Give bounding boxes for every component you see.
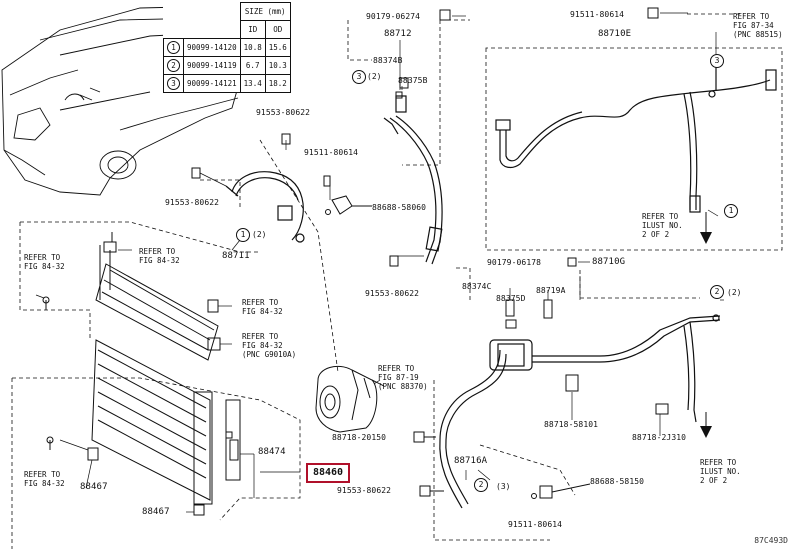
ref-ilust-bottom[interactable]: REFER TO ILUST NO. 2 OF 2 (700, 458, 741, 485)
part-label-88712[interactable]: 88712 (384, 29, 412, 39)
part-label-91553-80622-left[interactable]: 91553-80622 (165, 198, 220, 207)
part-label-88374C[interactable]: 88374C (462, 282, 492, 291)
part-label-88467-bottom[interactable]: 88467 (142, 507, 170, 517)
size-part-number: 90099-14121 (183, 74, 241, 93)
table-row: 2 90099-14119 6.7 10.3 (163, 56, 291, 75)
part-label-88375B[interactable]: 88375B (398, 76, 428, 85)
part-label-91511-80614-top[interactable]: 91511-80614 (570, 10, 625, 19)
size-id-value: 10.8 (239, 38, 266, 57)
part-label-91553-80622-center[interactable]: 91553-80622 (365, 289, 420, 298)
callout-circle-3: 3 (710, 54, 724, 68)
part-label-88711[interactable]: 88711 (222, 251, 250, 261)
size-table-header-row: SIZE (mm) (164, 2, 291, 21)
callout-circle-1: 1 (236, 228, 250, 242)
callout-paren-2: (2) (252, 230, 267, 239)
size-id-value: 13.4 (239, 74, 266, 93)
callout-circle-1: 1 (724, 204, 738, 218)
callout-circle-2: 2 (474, 478, 488, 492)
ref-fig-87-34[interactable]: REFER TO FIG 87-34 (PNC 88515) (733, 12, 783, 39)
size-table-subheader-row: ID OD (164, 20, 291, 39)
callout-circle-2: 2 (710, 285, 724, 299)
size-part-number: 90099-14120 (183, 38, 241, 57)
part-label-88688-58150[interactable]: 88688-58150 (590, 477, 645, 486)
part-label-91511-80614-bottom[interactable]: 91511-80614 (508, 520, 563, 529)
ref-fig-84-32-c[interactable]: REFER TO FIG 84-32 (242, 298, 283, 316)
ref-fig-84-32-a[interactable]: REFER TO FIG 84-32 (24, 253, 65, 271)
hose-88711 (225, 171, 305, 243)
part-label-90179-06274[interactable]: 90179-06274 (366, 12, 421, 21)
part-label-88710E[interactable]: 88710E (598, 29, 632, 39)
size-od-value: 10.3 (264, 56, 291, 75)
highlighted-part-88460[interactable]: 88460 (306, 463, 350, 483)
ref-fig-84-32-e[interactable]: REFER TO FIG 84-32 (24, 470, 65, 488)
ref-fig-84-32-b[interactable]: REFER TO FIG 84-32 (139, 247, 180, 265)
ref-ilust-top[interactable]: REFER TO ILUST NO. 2 OF 2 (642, 212, 683, 239)
ref-fig-84-32-d[interactable]: REFER TO FIG 84-32 (PNC G9010A) (242, 332, 297, 359)
part-label-88375D[interactable]: 88375D (496, 294, 526, 303)
part-label-90179-06178[interactable]: 90179-06178 (487, 258, 542, 267)
part-label-88718-2J310[interactable]: 88718-2J310 (632, 433, 687, 442)
part-label-88374B[interactable]: 88374B (373, 56, 403, 65)
callout-circle-3: 3 (352, 70, 366, 84)
vehicle-outline (1, 5, 263, 196)
callout-paren-3: (3) (496, 482, 511, 491)
part-label-88710G[interactable]: 88710G (592, 257, 626, 267)
size-part-number: 90099-14119 (183, 56, 241, 75)
part-label-88719A[interactable]: 88719A (536, 286, 566, 295)
size-od-value: 18.2 (264, 74, 291, 93)
part-label-91553-80622-bottom[interactable]: 91553-80622 (337, 486, 392, 495)
callout-paren-2: (2) (727, 288, 742, 297)
hose-88712 (383, 95, 443, 265)
ref-fig-87-19[interactable]: REFER TO FIG 87-19 (PNC 88370) (378, 364, 428, 391)
size-col-od: OD (264, 20, 291, 39)
part-label-88718-20150[interactable]: 88718-20150 (332, 433, 387, 442)
compressor (315, 365, 385, 433)
size-col-id: ID (239, 20, 266, 39)
part-label-88474[interactable]: 88474 (258, 447, 286, 457)
size-ref-circle: 2 (163, 56, 184, 75)
hose-88710G (439, 314, 721, 509)
callout-paren-2: (2) (367, 72, 382, 81)
table-row: 3 90099-14121 13.4 18.2 (163, 74, 291, 93)
part-label-88718-58101[interactable]: 88718-58101 (544, 420, 599, 429)
hose-size-table: SIZE (mm) ID OD 1 90099-14120 10.8 15.6 … (163, 2, 291, 93)
diagram-code: 87C493D (754, 536, 788, 545)
size-header: SIZE (mm) (239, 2, 291, 21)
condenser (42, 232, 241, 516)
part-label-91511-80614-mid[interactable]: 91511-80614 (304, 148, 359, 157)
size-ref-circle: 3 (163, 74, 184, 93)
part-label-88688-58060[interactable]: 88688-58060 (372, 203, 427, 212)
hose-88710E (495, 60, 777, 213)
size-od-value: 15.6 (264, 38, 291, 57)
table-row: 1 90099-14120 10.8 15.6 (163, 38, 291, 57)
part-label-91553-80622-top[interactable]: 91553-80622 (256, 108, 311, 117)
part-label-88716A[interactable]: 88716A (454, 456, 488, 466)
size-ref-circle: 1 (163, 38, 184, 57)
part-label-88467-left[interactable]: 88467 (80, 482, 108, 492)
size-id-value: 6.7 (239, 56, 266, 75)
